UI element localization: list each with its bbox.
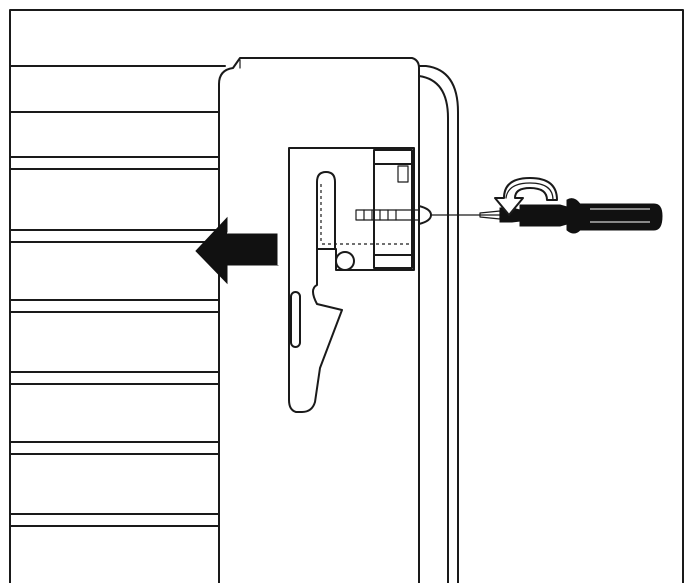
shelf-rail	[9, 441, 228, 455]
outer-frame	[9, 9, 684, 583]
side-panel	[218, 57, 420, 583]
bracket-slot	[316, 171, 336, 250]
arrow-highlight	[227, 232, 279, 265]
bracket-window	[373, 149, 413, 269]
door-edge-inner	[418, 75, 449, 583]
shelf-rails	[9, 65, 228, 527]
shelf-rail	[9, 299, 228, 313]
shelf-rail	[9, 371, 228, 385]
hinge-pin	[335, 251, 355, 271]
counterclockwise-arrow-icon	[494, 177, 558, 216]
door-edge-outer	[418, 65, 459, 583]
shelf-rail	[9, 156, 228, 170]
screw-hole	[290, 291, 301, 348]
hinge-bracket	[288, 147, 415, 413]
shelf-rail	[9, 513, 228, 527]
shelf-rail	[9, 229, 228, 243]
